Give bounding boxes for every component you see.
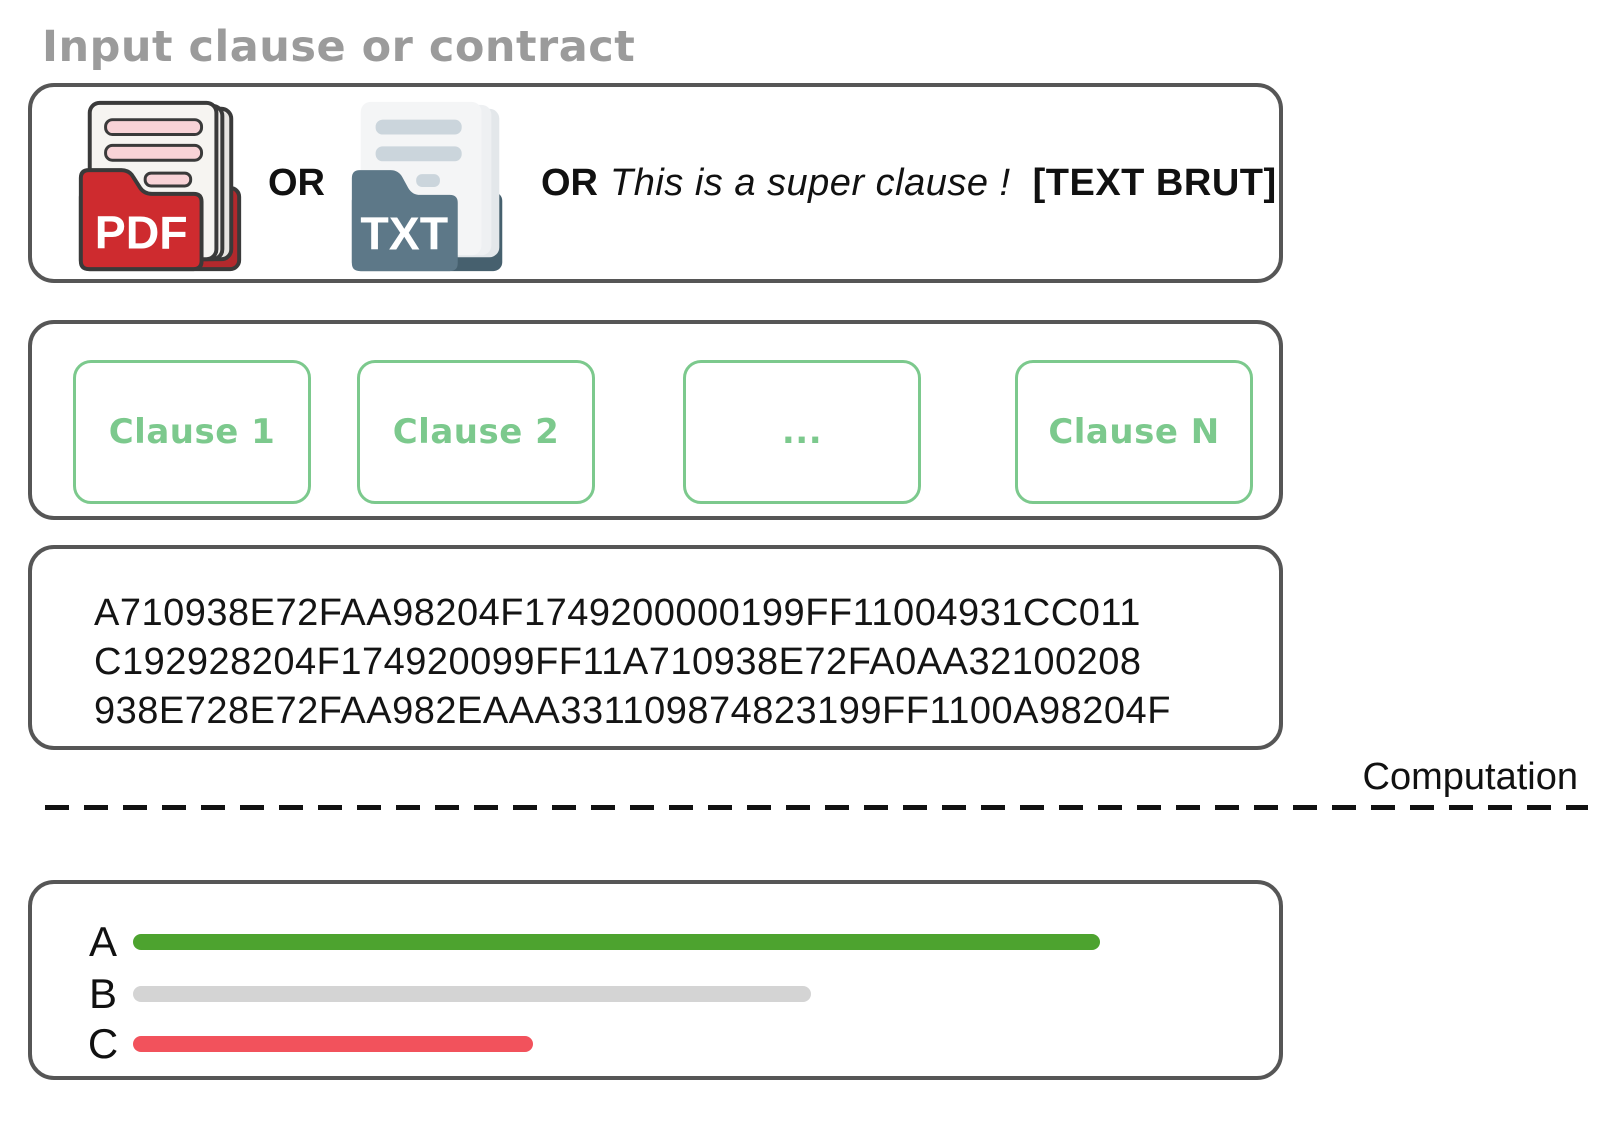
dashed-separator-line xyxy=(45,805,1588,810)
pdf-folder-front xyxy=(78,168,204,272)
clause-chip-n: Clause N xyxy=(1015,360,1253,504)
txt-folder-icon: TXT xyxy=(351,101,503,272)
clause-chip-1: Clause 1 xyxy=(73,360,311,504)
hash-line: C192928204F174920099FF11A710938E72FA0AA3… xyxy=(94,641,1142,683)
computation-divider: Computation xyxy=(0,756,1588,810)
bar-label: C xyxy=(87,1020,119,1067)
bar-track xyxy=(133,986,1245,1002)
score-bar-a xyxy=(133,934,1101,950)
txt-folder-front xyxy=(351,170,458,272)
sample-clause-text: This is a super clause ! xyxy=(610,161,1011,204)
bar-track xyxy=(133,934,1245,950)
bar-row: B xyxy=(32,972,1279,1016)
input-formats-box: PDF OR TXT OR This is a super clause ! [… xyxy=(28,83,1283,283)
clause-chip-label: Clause N xyxy=(1048,412,1220,452)
bar-label: A xyxy=(88,918,117,965)
results-box: A B C xyxy=(28,880,1283,1080)
hash-line: 938E728E72FAA982EAAA331109874823199FF110… xyxy=(94,690,1171,732)
computation-label: Computation xyxy=(1362,756,1578,798)
page-title: Input clause or contract xyxy=(42,22,636,72)
bar-row: C xyxy=(32,1022,1279,1066)
clause-chip-label: Clause 1 xyxy=(108,412,276,452)
hash-box: A710938E72FAA98204F1749200000199FF110049… xyxy=(28,545,1283,750)
hash-line: A710938E72FAA98204F1749200000199FF110049… xyxy=(94,592,1141,634)
clauses-box: Clause 1 Clause 2 ... Clause N xyxy=(28,320,1283,520)
pdf-folder-icon: PDF xyxy=(78,100,242,272)
score-bar-c xyxy=(133,1036,534,1052)
or-label-first: OR xyxy=(268,161,325,204)
clause-chip-label: Clause 2 xyxy=(392,412,560,452)
clause-chip-label: ... xyxy=(781,412,823,452)
bar-track xyxy=(133,1036,1245,1052)
clause-chip-2: Clause 2 xyxy=(357,360,595,504)
txt-document-lines xyxy=(375,119,462,187)
or-label-second: OR xyxy=(541,161,598,204)
pdf-document-lines xyxy=(104,118,204,188)
bar-label: B xyxy=(88,970,117,1017)
txt-folder-label: TXT xyxy=(360,207,448,259)
raw-text-tag: [TEXT BRUT] xyxy=(1032,161,1277,204)
pdf-folder-label: PDF xyxy=(95,206,188,258)
clause-chip-ellipsis: ... xyxy=(683,360,921,504)
bar-row: A xyxy=(32,920,1279,964)
score-bar-b xyxy=(133,986,812,1002)
